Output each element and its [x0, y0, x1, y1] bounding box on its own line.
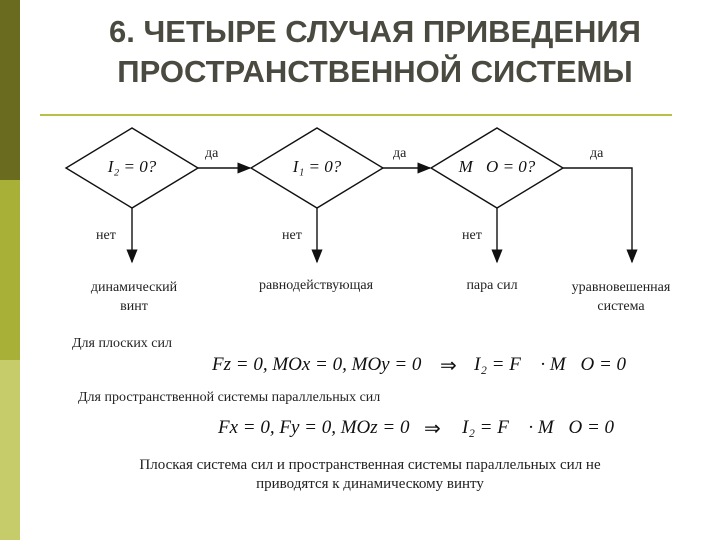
conclusion-note-line2: приводятся к динамическому винту — [256, 476, 484, 492]
yes-label-2: да — [393, 146, 407, 161]
no-label-1: нет — [96, 228, 116, 243]
sidebar-segment-dark — [0, 0, 20, 180]
outcome-balanced-line1: уравновешенная — [571, 280, 671, 295]
slide-title-line1: 6. ЧЕТЫРЕ СЛУЧАЯ ПРИВЕДЕНИЯ — [109, 14, 641, 49]
spatial-parallel-formula: Fx = 0, Fy = 0, MOz = 0 — [218, 417, 410, 438]
outcome-balanced-system: уравновешенная система — [556, 278, 686, 316]
planar-implies-arrow: ⇒ — [440, 355, 457, 377]
sidebar-decoration — [0, 0, 20, 540]
yes-label-1: да — [205, 146, 219, 161]
outcome-dynamic-screw: динамический винт — [72, 278, 196, 316]
planar-forces-result: I₂ = F⃗ · M⃗O = 0 — [474, 354, 627, 375]
outcome-force-pair: пара сил — [466, 278, 518, 293]
slide-title: 6. ЧЕТЫРЕ СЛУЧАЯ ПРИВЕДЕНИЯ ПРОСТРАНСТВЕ… — [40, 12, 710, 92]
condition-1: I₂ = 0? — [107, 157, 157, 176]
yes-arrow-3 — [563, 167, 638, 264]
conclusion-note-line1: Плоская система сил и пространственная с… — [139, 457, 601, 473]
spatial-parallel-label: Для пространственной системы параллельны… — [78, 390, 381, 405]
sidebar-segment-light — [0, 360, 20, 540]
planar-forces-label: Для плоских сил — [72, 336, 173, 351]
slide-title-line2: ПРОСТРАНСТВЕННОЙ СИСТЕМЫ — [117, 54, 633, 89]
title-underline — [40, 114, 672, 116]
planar-forces-formula: Fz = 0, MOx = 0, MOy = 0 — [212, 354, 422, 375]
no-label-3: нет — [462, 228, 482, 243]
spatial-parallel-result: I₂ = F⃗ · M⃗O = 0 — [462, 417, 615, 438]
condition-2: I₁ = 0? — [292, 157, 342, 176]
outcome-resultant: равнодействующая — [258, 278, 374, 293]
yes-label-3: да — [590, 146, 604, 161]
outcome-dynamic-screw-line2: винт — [120, 299, 148, 314]
sidebar-segment-mid — [0, 180, 20, 360]
condition-3: M⃗O = 0? — [458, 157, 536, 176]
outcome-dynamic-screw-line1: динамический — [90, 280, 178, 295]
conclusion-note: Плоская система сил и пространственная с… — [90, 456, 650, 494]
outcome-balanced-line2: система — [597, 299, 645, 314]
no-label-2: нет — [282, 228, 302, 243]
spatial-implies-arrow: ⇒ — [424, 418, 441, 440]
